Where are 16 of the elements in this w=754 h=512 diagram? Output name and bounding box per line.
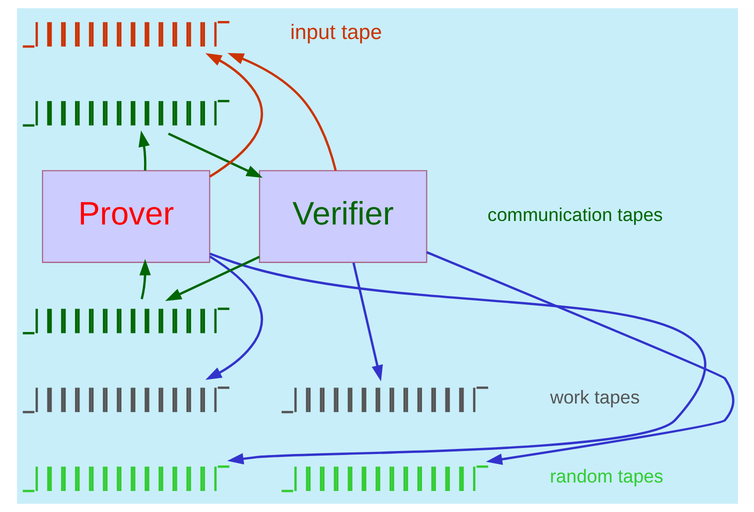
node-box: Verifier <box>258 170 427 263</box>
arrow <box>138 259 150 300</box>
arrow <box>164 256 260 301</box>
arrow <box>138 130 150 171</box>
node-label: input tape <box>290 20 382 44</box>
node-box: Prover <box>41 170 210 263</box>
arrow <box>167 132 262 178</box>
label: random tapes <box>549 466 663 487</box>
arrow <box>204 255 262 380</box>
arrow <box>204 53 262 178</box>
arrow <box>352 262 382 382</box>
arrow <box>209 252 706 464</box>
arrow <box>227 53 336 171</box>
label: work tapes <box>550 386 640 408</box>
label: communication tapes <box>487 204 662 225</box>
arrow <box>426 251 734 465</box>
